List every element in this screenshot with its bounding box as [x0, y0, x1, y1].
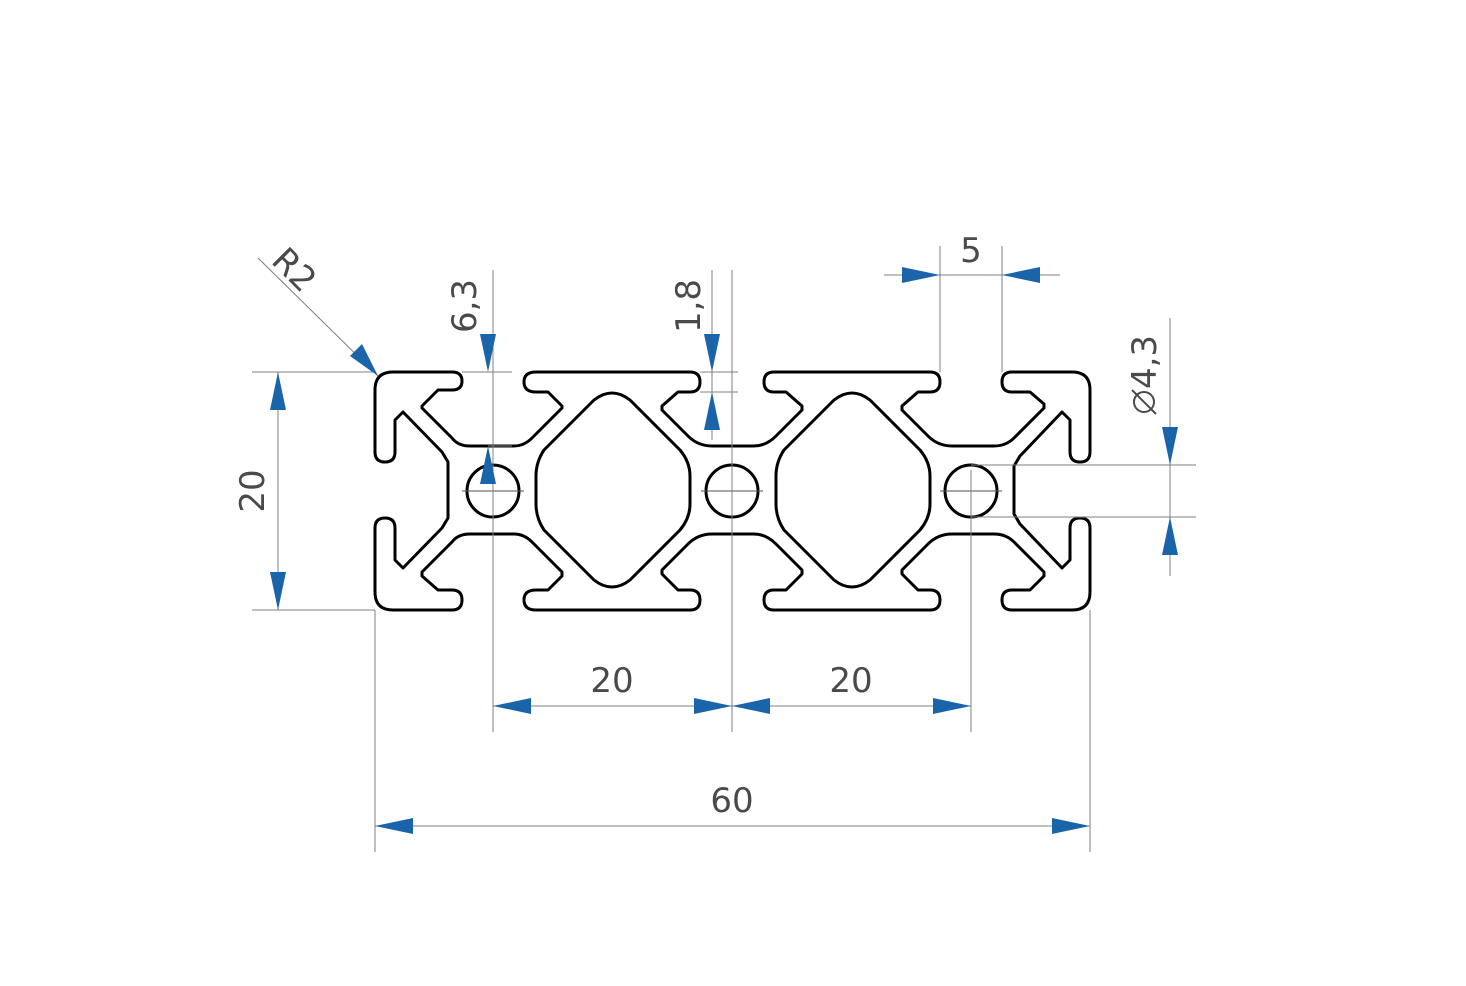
arrow-height-top [270, 372, 286, 410]
label-wall: 1,8 [669, 279, 709, 333]
arrow-bore-top [1162, 427, 1178, 465]
arrow-slot-right [1002, 267, 1040, 283]
label-height: 20 [233, 469, 273, 512]
arrow-pitch-3 [732, 698, 770, 714]
arrow-wall-top [704, 334, 720, 372]
arrow-pitch-4 [933, 698, 971, 714]
label-overall-width: 60 [710, 781, 753, 821]
arrow-bore-bottom [1162, 517, 1178, 555]
label-pitch-left: 20 [590, 661, 633, 701]
arrow-height-bottom [270, 572, 286, 610]
arrow-pitch-1 [493, 698, 531, 714]
arrow-slot-left [902, 267, 940, 283]
left-cavity [534, 391, 692, 589]
label-bore: 4,3 [1125, 335, 1165, 389]
diameter-icon [1131, 389, 1157, 415]
label-slot-depth: 6,3 [445, 279, 485, 333]
right-cavity [774, 391, 932, 589]
arrowheads [270, 267, 1178, 834]
arrow-r2 [350, 344, 378, 376]
arrow-pitch-2 [694, 698, 732, 714]
arrow-overall-right [1052, 818, 1090, 834]
label-radius: R2 [264, 240, 324, 300]
arrow-depth-top [480, 334, 496, 372]
label-pitch-right: 20 [829, 661, 872, 701]
label-slot-width: 5 [960, 231, 982, 271]
arrow-depth-bottom [480, 446, 496, 484]
arrow-wall-bottom [704, 392, 720, 430]
arrow-overall-left [375, 818, 413, 834]
